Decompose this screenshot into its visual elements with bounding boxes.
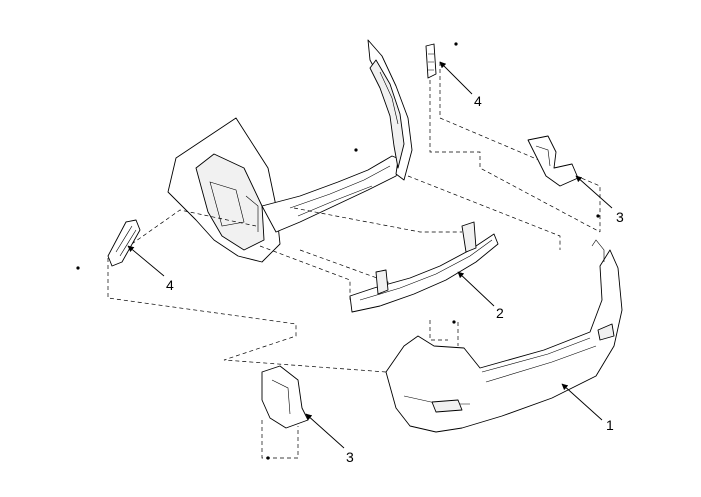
callout-4-upper-label: 4 <box>474 93 482 109</box>
callout-1: 1 <box>561 383 614 433</box>
callout-2-label: 2 <box>496 305 504 321</box>
rear-bumper-cover <box>385 239 623 433</box>
callout-4-upper: 4 <box>439 61 482 109</box>
callout-3-right-label: 3 <box>616 209 624 225</box>
rear-body-structure <box>167 39 413 263</box>
callout-1-label: 1 <box>606 417 614 433</box>
assembly-guide-lines <box>107 62 601 459</box>
rear-bumper-beam <box>349 221 499 313</box>
callout-2: 2 <box>457 271 504 321</box>
side-bracket-right <box>527 135 579 187</box>
fastener-marks <box>76 42 600 460</box>
callout-3-right: 3 <box>575 175 624 225</box>
callout-3-left-label: 3 <box>346 449 354 465</box>
callout-4-left-label: 4 <box>166 277 174 293</box>
mounting-bracket-upper-right <box>425 43 437 79</box>
callout-3-left: 3 <box>305 413 354 465</box>
side-bracket-left <box>261 365 309 429</box>
callout-4-left: 4 <box>127 245 174 293</box>
mounting-bracket-left <box>107 219 141 267</box>
